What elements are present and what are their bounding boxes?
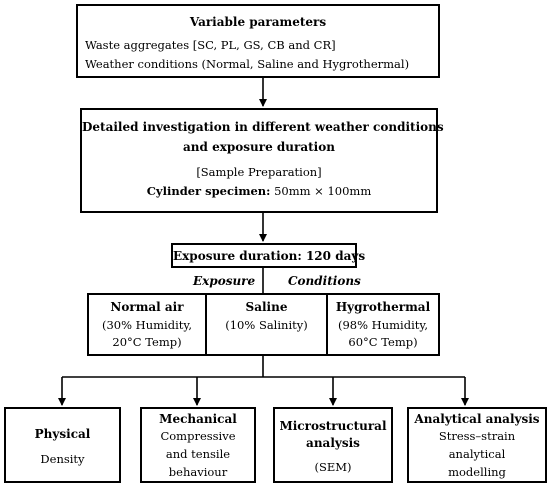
condition-hygrothermal-line1: (98% Humidity, (337, 318, 428, 332)
condition-saline: Saline (10% Salinity) (207, 295, 328, 354)
condition-normal-air: Normal air (30% Humidity, 20°C Temp) (89, 295, 207, 354)
condition-normal-air-line2: 20°C Temp) (112, 335, 182, 349)
output-physical-line1: Density (40, 452, 85, 466)
output-mechanical-line1: Compressive (160, 429, 236, 443)
output-analytical-line2: analytical (448, 447, 506, 461)
condition-saline-title: Saline (245, 300, 288, 314)
output-mechanical-title: Mechanical (159, 412, 237, 426)
sample-preparation-label: [Sample Preparation] (196, 165, 322, 179)
output-microstructural-title: Microstructural (279, 419, 387, 433)
cylinder-specimen-label: Cylinder specimen: (146, 184, 271, 198)
investigation-box: Detailed investigation in different weat… (80, 108, 444, 213)
output-analytical-box: Analytical analysis Stress–strain analyt… (407, 407, 547, 483)
variable-parameters-title: Variable parameters (189, 15, 327, 29)
condition-normal-air-title: Normal air (110, 300, 184, 314)
exposure-duration-box: Exposure duration: 120 days (171, 243, 366, 268)
condition-normal-air-line1: (30% Humidity, (101, 318, 192, 332)
variable-parameters-box: Variable parameters Waste aggregates [SC… (76, 4, 440, 78)
output-physical-title: Physical (34, 427, 91, 441)
condition-saline-line1: (10% Salinity) (225, 318, 308, 332)
condition-hygrothermal: Hygrothermal (98% Humidity, 60°C Temp) (328, 295, 438, 354)
output-analytical-line3: modelling (448, 465, 506, 479)
output-microstructural-line3: (SEM) (314, 460, 352, 474)
output-analytical-line1: Stress–strain (438, 429, 516, 443)
output-physical-box: Physical Density (4, 407, 121, 483)
investigation-title-line2: and exposure duration (183, 140, 335, 154)
output-analytical-title: Analytical analysis (414, 412, 540, 426)
output-mechanical-box: Mechanical Compressive and tensile behav… (140, 407, 256, 483)
conditions-caption: Conditions (288, 274, 361, 288)
conditions-row: Normal air (30% Humidity, 20°C Temp) Sal… (87, 293, 440, 356)
cylinder-specimen-value: 50mm × 100mm (270, 184, 372, 198)
variable-parameters-line2: Weather conditions (Normal, Saline and H… (85, 57, 410, 71)
cylinder-specimen-line: Cylinder specimen: 50mm × 100mm (82, 184, 436, 199)
exposure-caption: Exposure (193, 274, 256, 288)
investigation-title-line1: Detailed investigation in different weat… (82, 120, 444, 134)
condition-hygrothermal-title: Hygrothermal (335, 300, 431, 314)
output-microstructural-line1: analysis (306, 436, 360, 450)
output-mechanical-line3: behaviour (168, 465, 228, 479)
output-mechanical-line2: and tensile (165, 447, 231, 461)
output-microstructural-box: Microstructural analysis (SEM) (273, 407, 393, 483)
exposure-duration-label: Exposure duration: 120 days (173, 249, 366, 263)
variable-parameters-line1: Waste aggregates [SC, PL, GS, CB and CR] (85, 38, 336, 52)
condition-hygrothermal-line2: 60°C Temp) (348, 335, 418, 349)
